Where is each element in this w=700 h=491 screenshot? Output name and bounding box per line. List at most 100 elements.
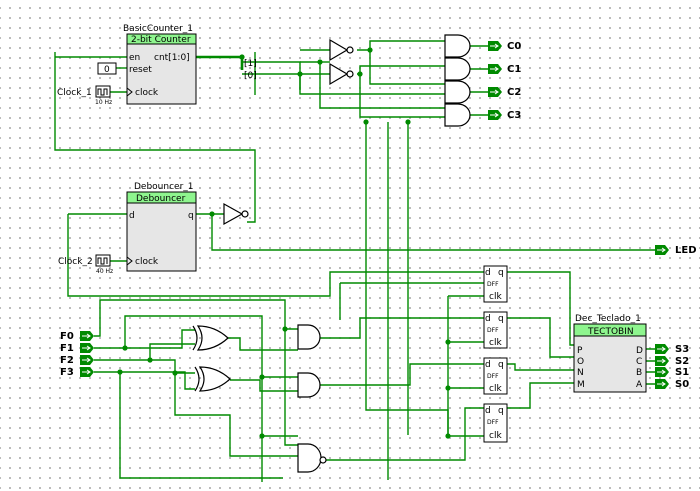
not-gate-2[interactable] <box>329 62 354 86</box>
debouncer-header: Debouncer <box>136 194 186 204</box>
and-gate-c2[interactable] <box>444 80 471 104</box>
counter-component[interactable]: BasicCounter_1 2-bit Counter en reset cl… <box>97 24 197 105</box>
decoder-m-label: M <box>577 380 585 390</box>
output-pin-s3[interactable]: S3 <box>655 344 689 355</box>
and-gate-c3[interactable] <box>444 103 471 127</box>
and-gate-c[interactable] <box>297 443 327 473</box>
wires <box>54 40 655 482</box>
dff-3[interactable]: d q DFF clk <box>483 357 508 395</box>
input-pin-f1[interactable]: F1 <box>60 343 94 354</box>
output-pin-s2[interactable]: S2 <box>655 356 689 367</box>
decoder-header: TECTOBIN <box>587 327 634 337</box>
clock-2-label: Clock_2 <box>58 257 93 267</box>
output-pin-s1[interactable]: S1 <box>655 367 689 378</box>
split-bit1-label: [1] <box>244 59 257 69</box>
counter-clock-label: clock <box>135 88 159 98</box>
dff-4[interactable]: d q DFF clk <box>483 403 508 443</box>
and-gate-a[interactable] <box>297 324 321 350</box>
dff-name-label: DFF <box>487 419 499 426</box>
output-pin-c2[interactable]: C2 <box>488 87 521 98</box>
clock-wave-icon <box>97 88 108 96</box>
output-c2-label: C2 <box>507 87 521 98</box>
constant-zero-value: 0 <box>104 65 110 75</box>
dff-d-label: d <box>485 268 491 278</box>
and-gate-c0[interactable] <box>444 34 471 58</box>
output-c0-label: C0 <box>507 41 521 52</box>
debouncer-clock-label: clock <box>135 257 159 267</box>
xor-gate-2[interactable] <box>194 366 231 392</box>
counter-out-label: cnt[1:0] <box>154 53 190 63</box>
output-pin-s0[interactable]: S0 <box>655 379 689 390</box>
counter-reset-label: reset <box>129 65 152 75</box>
clock-1-label: Clock_1 <box>57 88 92 98</box>
counter-en-label: en <box>129 53 140 63</box>
and-gate-c1[interactable] <box>444 57 471 81</box>
split-bit0-label: [0] <box>244 71 257 81</box>
dff-q-label: q <box>498 360 504 370</box>
not-gate-debounce[interactable] <box>223 202 249 226</box>
decoder-label: Dec_Teclado_1 <box>575 314 641 324</box>
input-pin-f3[interactable]: F3 <box>60 367 94 378</box>
clock-1-freq: 10 Hz <box>95 99 112 106</box>
decoder-header-bar <box>573 323 647 337</box>
debouncer-header-bar <box>126 191 197 204</box>
clock-2-component[interactable]: Clock_2 40 Hz <box>58 254 113 275</box>
counter-label: BasicCounter_1 <box>123 24 193 34</box>
dff-d-label: d <box>485 406 491 416</box>
constant-zero-box[interactable] <box>97 62 117 75</box>
output-s3-label: S3 <box>675 344 689 355</box>
inversion-bubble <box>319 456 327 464</box>
output-pin-c0[interactable]: C0 <box>488 41 521 52</box>
output-s1-label: S1 <box>675 367 689 378</box>
decoder-b-label: B <box>636 368 642 378</box>
input-f1-label: F1 <box>60 343 74 354</box>
input-f3-label: F3 <box>60 367 74 378</box>
dff-1[interactable]: d q DFF clk <box>483 265 508 303</box>
junction-dots <box>117 47 451 439</box>
decoder-component[interactable]: Dec_Teclado_1 TECTOBIN P O N M D C B A <box>573 314 647 393</box>
input-pin-f2[interactable]: F2 <box>60 355 94 366</box>
dff-d-label: d <box>485 314 491 324</box>
input-f0-label: F0 <box>60 331 74 342</box>
input-f2-label: F2 <box>60 355 74 366</box>
output-s0-label: S0 <box>675 379 689 390</box>
dff-2[interactable]: d q DFF clk <box>483 311 508 349</box>
output-pin-led[interactable]: LED <box>655 245 697 256</box>
decoder-o-label: O <box>577 357 584 367</box>
output-c1-label: C1 <box>507 64 521 75</box>
decoder-n-label: N <box>577 368 584 378</box>
decoder-a-label: A <box>636 380 643 390</box>
debouncer-q-label: q <box>188 211 194 221</box>
dff-q-label: q <box>498 268 504 278</box>
output-s2-label: S2 <box>675 356 689 367</box>
output-c3-label: C3 <box>507 110 521 121</box>
debouncer-d-label: d <box>129 211 135 221</box>
dff-q-label: q <box>498 314 504 324</box>
clock-2-freq: 40 Hz <box>96 268 113 275</box>
dff-q-label: q <box>498 406 504 416</box>
dff-clk-label: clk <box>489 292 502 302</box>
dff-name-label: DFF <box>487 327 499 334</box>
counter-header: 2-bit Counter <box>131 35 191 45</box>
clock-wave-icon <box>97 257 108 265</box>
decoder-c-label: C <box>636 357 642 367</box>
dff-clk-label: clk <box>489 338 502 348</box>
clock-1-component[interactable]: Clock_1 10 Hz <box>57 85 112 106</box>
xor-gate-1[interactable] <box>192 325 229 351</box>
counter-header-bar <box>126 33 197 45</box>
decoder-p-label: P <box>577 346 583 356</box>
output-led-label: LED <box>675 245 697 256</box>
dff-name-label: DFF <box>487 281 499 288</box>
output-pin-c3[interactable]: C3 <box>488 110 521 121</box>
dff-d-label: d <box>485 360 491 370</box>
not-gate-1[interactable] <box>329 38 354 62</box>
dff-clk-label: clk <box>489 384 502 394</box>
debouncer-component[interactable]: Debouncer_1 Debouncer d q clock <box>126 182 197 272</box>
output-pin-c1[interactable]: C1 <box>488 64 521 75</box>
debouncer-label: Debouncer_1 <box>134 182 194 192</box>
input-pin-f0[interactable]: F0 <box>60 331 94 342</box>
dff-clk-label: clk <box>489 431 502 441</box>
and-gate-b[interactable] <box>297 372 321 398</box>
